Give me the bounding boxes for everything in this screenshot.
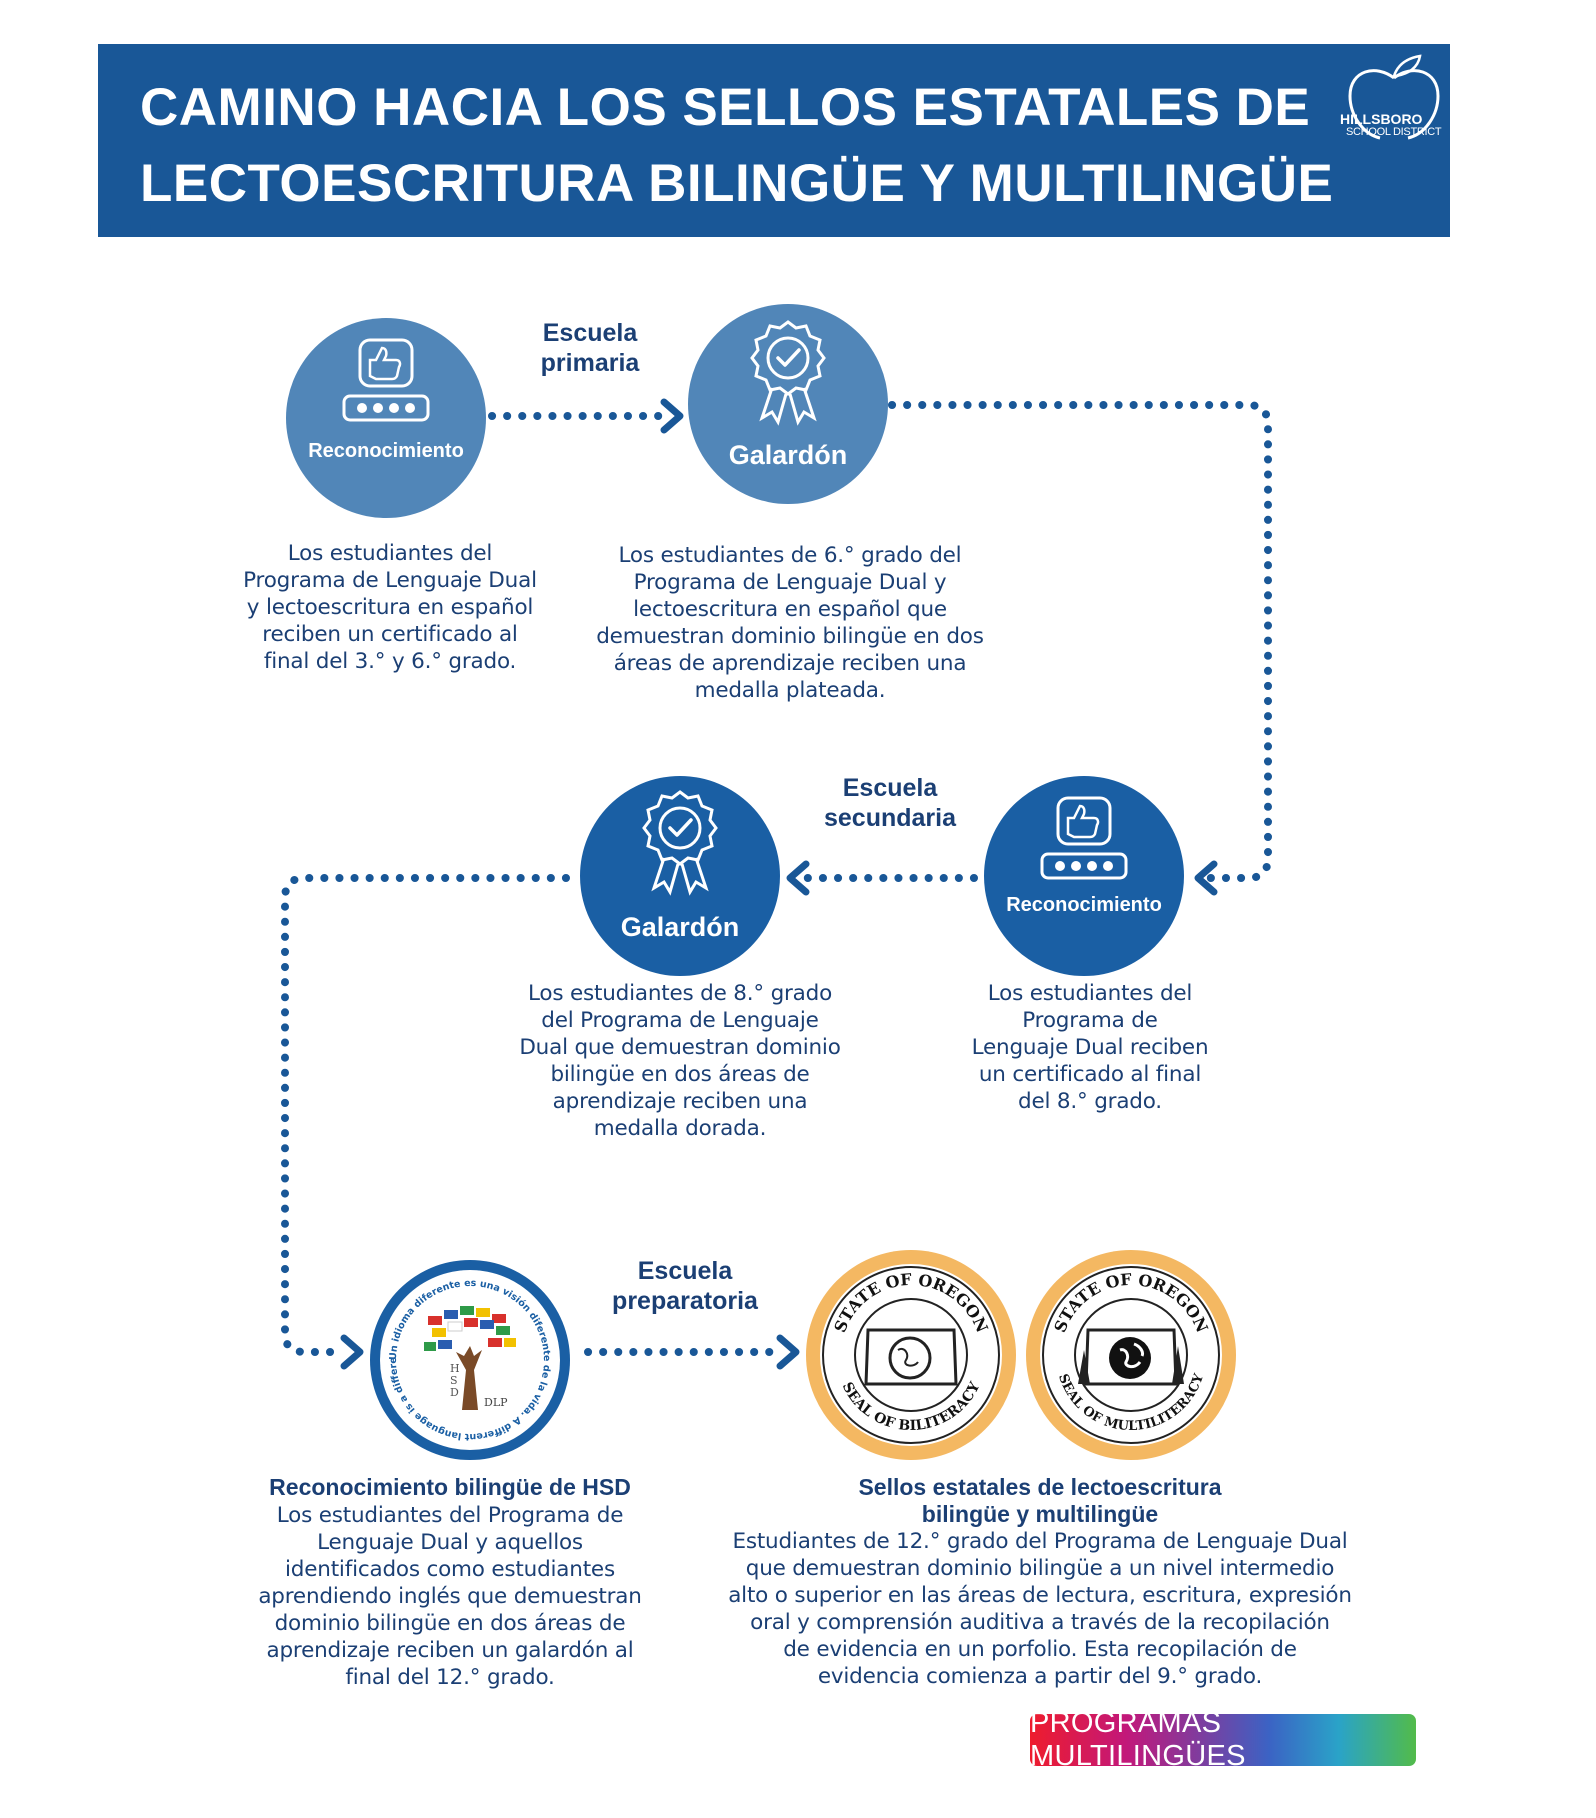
oregon-seal-icon: STATE OF OREGON SEAL OF BILITERACY [822, 1266, 1000, 1444]
arrowhead-preparatoria [776, 1334, 800, 1370]
stage-label-primaria: Escuela primaria [540, 319, 640, 377]
multilingual-programs-label: PROGRAMAS MULTILINGÜES [1030, 1707, 1246, 1772]
page-title: CAMINO HACIA LOS SELLOS ESTATALES DE LEC… [140, 78, 1334, 213]
hsd-title: Reconocimiento bilingüe de HSD [269, 1474, 631, 1500]
seal-of-multiliteracy: STATE OF OREGON SEAL OF MULTILITERACY [1026, 1250, 1236, 1460]
recognition-description-secundaria: Los estudiantes del Programa de Lenguaje… [971, 981, 1209, 1114]
recognition-label-primaria: Reconocimiento [308, 440, 464, 462]
oregon-seal-icon: STATE OF OREGON SEAL OF MULTILITERACY [1042, 1266, 1220, 1444]
arrowhead-left-loop [340, 1334, 364, 1370]
state-seals-description: Estudiantes de 12.° grado del Programa d… [728, 1529, 1352, 1689]
svg-text:H: H [450, 1362, 460, 1375]
svg-text:S: S [450, 1374, 458, 1387]
award-medal-icon [642, 790, 718, 896]
hsd-description: Los estudiantes del Programa de Lenguaje… [258, 1503, 642, 1690]
arrowhead-secundaria [786, 860, 810, 896]
tree-of-flags-icon: Un idioma diferente es una visión difere… [370, 1260, 552, 1442]
apple-logo-icon [1348, 54, 1440, 140]
award-circle-primaria: Galardón [688, 304, 888, 504]
arrowhead-right-loop [1194, 860, 1218, 896]
emblem-circular-text: Un idioma diferente es una visión difere… [370, 1260, 552, 1442]
multilingual-programs-badge: PROGRAMAS MULTILINGÜES [1030, 1707, 1416, 1772]
recognition-description-primaria: Los estudiantes del Programa de Lenguaje… [243, 541, 537, 674]
award-description-primaria: Los estudiantes de 6.° grado del Program… [596, 543, 984, 703]
hsd-emblem: Un idioma diferente es una visión difere… [370, 1260, 570, 1460]
seal-of-biliteracy: STATE OF OREGON SEAL OF BILITERACY [806, 1250, 1016, 1460]
svg-text:D: D [450, 1386, 459, 1399]
svg-text:STATE OF OREGON: STATE OF OREGON [830, 1270, 992, 1335]
award-label-primaria: Galardón [728, 440, 848, 470]
seal2-top-text: STATE OF OREGON [1050, 1270, 1212, 1335]
arrowhead-primaria [660, 398, 684, 434]
state-seals-title: Sellos estatales de lectoescritura bilin… [858, 1474, 1222, 1527]
award-description-secundaria: Los estudiantes de 8.° grado del Program… [519, 981, 841, 1141]
logo-subtitle: SCHOOL DISTRICT [1346, 126, 1442, 138]
seal1-top-text: STATE OF OREGON [830, 1270, 992, 1335]
connector-right-loop [888, 401, 1272, 882]
svg-text:Un idioma diferente es una vis: Un idioma diferente es una visión difere… [370, 1260, 552, 1442]
recognition-circle-primaria: Reconocimiento [286, 318, 486, 518]
thumbs-up-rating-icon [1040, 796, 1128, 880]
recognition-label-secundaria: Reconocimiento [1006, 894, 1162, 916]
flag-canopy [424, 1306, 516, 1351]
stage-label-secundaria: Escuela secundaria [823, 774, 956, 832]
connector-left-loop [281, 874, 570, 1356]
logo-name: HILLSBORO [1340, 111, 1423, 127]
svg-text:STATE OF OREGON: STATE OF OREGON [1050, 1270, 1212, 1335]
emblem-abbreviation: DLP [484, 1396, 508, 1409]
award-medal-icon [750, 320, 826, 426]
award-label-secundaria: Galardón [620, 912, 740, 942]
thumbs-up-rating-icon [342, 338, 430, 422]
recognition-circle-secundaria: Reconocimiento [984, 776, 1184, 976]
header-banner [98, 44, 1450, 237]
stage-label-preparatoria: Escuela preparatoria [612, 1257, 758, 1315]
award-circle-secundaria: Galardón [580, 776, 780, 976]
